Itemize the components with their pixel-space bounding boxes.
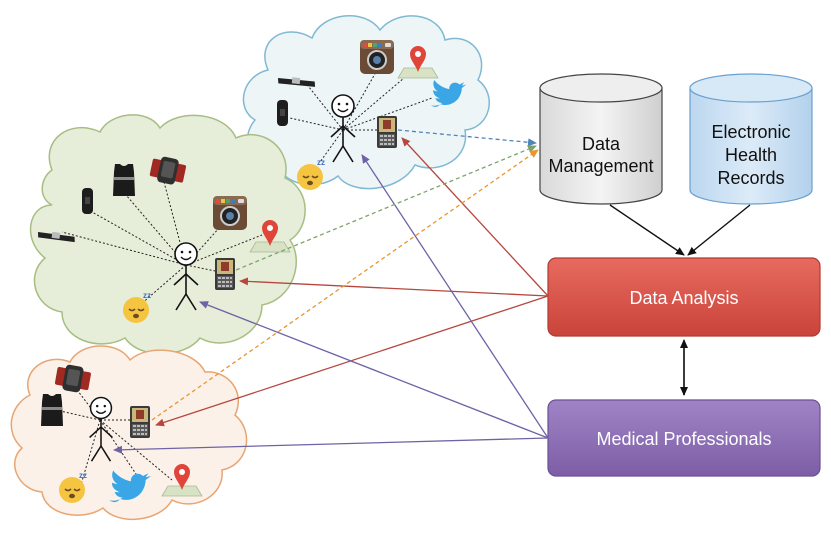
arrow-data-management-to-analysis bbox=[609, 204, 685, 256]
analysis-feedback-arrows bbox=[155, 137, 549, 427]
ehr-label-line1: Electronic bbox=[711, 122, 790, 142]
smartphone-icon bbox=[215, 258, 235, 290]
black-arrows bbox=[609, 204, 751, 396]
arrow-professionals-to-middle-person bbox=[199, 301, 549, 439]
arrow-middle-phone-to-data-management bbox=[235, 145, 537, 271]
upload-arrows bbox=[151, 129, 539, 421]
medical-professionals-box: Medical Professionals bbox=[547, 399, 821, 477]
arrow-professionals-to-top-person bbox=[361, 154, 549, 439]
smartphone-icon bbox=[377, 116, 397, 148]
arrow-top-phone-to-data-management bbox=[397, 129, 537, 147]
data-analysis-label: Data Analysis bbox=[629, 288, 738, 308]
professionals-feedback-arrows bbox=[113, 154, 549, 454]
arrow-analysis-to-top-phone bbox=[401, 137, 549, 297]
instagram-icon bbox=[212, 195, 248, 231]
data-management-label-line2: Management bbox=[548, 156, 653, 176]
wristband-icon bbox=[82, 188, 93, 214]
electronic-health-records-database: Electronic Health Records bbox=[689, 73, 813, 205]
smart-shirt-icon bbox=[41, 394, 63, 426]
ehr-label-line3: Records bbox=[717, 168, 784, 188]
smart-shirt-icon bbox=[113, 164, 135, 196]
data-analysis-box: Data Analysis bbox=[547, 257, 821, 337]
arrow-analysis-to-middle-phone bbox=[239, 277, 549, 297]
arrow-analysis-to-bottom-phone bbox=[155, 295, 549, 427]
data-management-database: Data Management bbox=[539, 73, 663, 205]
arrow-professionals-to-bottom-person bbox=[113, 437, 549, 454]
smartphone-icon bbox=[130, 406, 150, 438]
instagram-icon bbox=[359, 39, 395, 75]
medical-professionals-label: Medical Professionals bbox=[596, 429, 771, 449]
wristband-icon bbox=[277, 100, 288, 126]
ehr-label-line2: Health bbox=[725, 145, 777, 165]
cloud-patient-middle bbox=[29, 114, 306, 355]
data-management-label-line1: Data bbox=[582, 134, 621, 154]
arrow-ehr-to-analysis bbox=[687, 204, 751, 256]
arrow-bottom-phone-to-data-management bbox=[151, 149, 539, 421]
